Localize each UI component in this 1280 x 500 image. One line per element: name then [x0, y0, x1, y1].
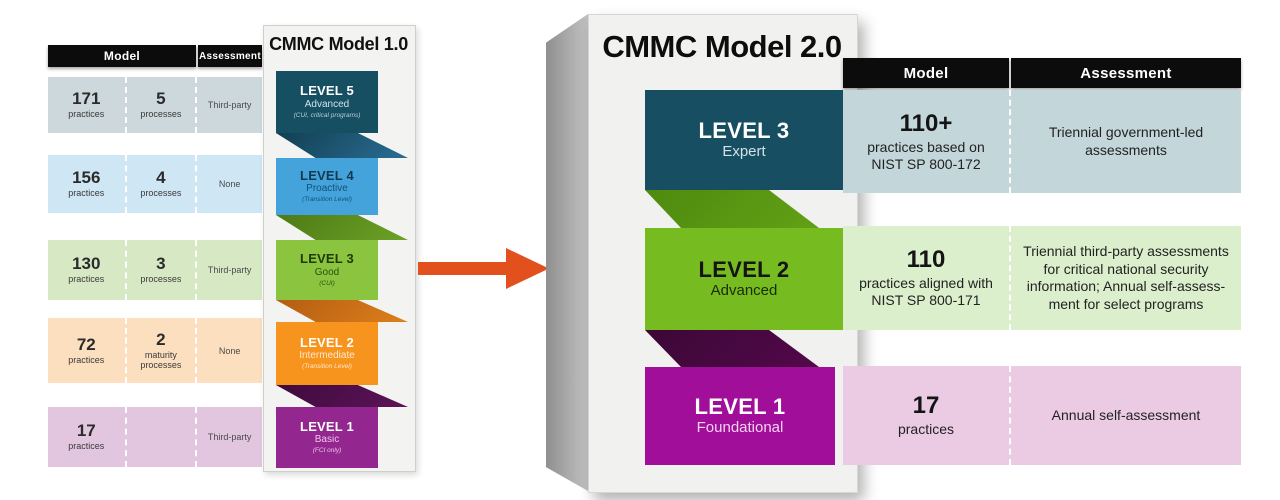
m1-level5-block: LEVEL 5 Advanced (CUI, critical programs…	[276, 71, 378, 133]
m2-row3-model-cell: 110+ practices based on NIST SP 800-172	[843, 90, 1009, 193]
assessment-value: Third-party	[207, 265, 252, 275]
assessment-value: None	[218, 179, 241, 189]
level-note: (CUI)	[319, 279, 335, 287]
m2-table-row-level3: 110+ practices based on NIST SP 800-172 …	[843, 90, 1241, 193]
processes-label: processes	[140, 274, 182, 285]
practices-label: practices	[68, 441, 105, 452]
level-subtitle: Basic	[314, 434, 340, 446]
practices-count: 72	[76, 334, 96, 354]
level-subtitle: Expert	[722, 142, 766, 160]
processes-count: 5	[156, 89, 166, 109]
m1-row1-processes-cell	[124, 407, 196, 467]
m1-level3-block: LEVEL 3 Good (CUI)	[276, 240, 378, 300]
level-subtitle: Advanced	[304, 98, 350, 110]
processes-count: 2	[156, 329, 166, 349]
level-name: LEVEL 1	[300, 418, 354, 434]
practices-label: practices	[68, 109, 105, 120]
m1-row3-practices-cell: 130 practices	[48, 240, 125, 300]
practices-label: practices	[68, 188, 105, 199]
level-name: LEVEL 1	[694, 393, 786, 419]
m2-level1-block: LEVEL 1 Foundational	[645, 367, 835, 465]
m1-table-row-level2: 72 practices 2 maturity processes None	[48, 318, 262, 383]
processes-count: 4	[156, 168, 166, 188]
m2-table-header-assessment: Assessment	[1011, 58, 1241, 88]
m1-row2-assessment-cell: None	[195, 318, 262, 383]
m2-level3-block: LEVEL 3 Expert	[645, 90, 843, 190]
level-subtitle: Foundational	[696, 418, 784, 436]
m1-level1-block: LEVEL 1 Basic (FCI only)	[276, 407, 378, 468]
m1-row2-processes-cell: 2 maturity processes	[124, 318, 196, 383]
level-note: (FCI only)	[312, 447, 342, 455]
m1-row3-processes-cell: 3 processes	[124, 240, 196, 300]
m1-row3-assessment-cell: Third-party	[195, 240, 262, 300]
practices-description: practices	[897, 421, 955, 438]
m1-table-row-level1: 17 practices Third-party	[48, 407, 262, 467]
m2-row2-assessment-cell: Triennial third-party assessments for cr…	[1009, 226, 1241, 330]
practices-description: practices based on NIST SP 800-172	[867, 138, 985, 172]
practices-label: practices	[68, 274, 105, 285]
practices-count: 17	[912, 392, 940, 419]
transition-arrow-icon	[418, 248, 549, 289]
level-subtitle: Proactive	[306, 183, 348, 195]
assessment-value: Third-party	[207, 100, 252, 110]
m1-table-header-assessment: Assessment	[198, 45, 262, 67]
m1-row4-practices-cell: 156 practices	[48, 155, 125, 213]
m1-level4-block: LEVEL 4 Proactive (Transition Level)	[276, 158, 378, 215]
practices-count: 156	[72, 168, 101, 188]
m1-row5-assessment-cell: Third-party	[195, 77, 262, 133]
m1-row5-practices-cell: 171 practices	[48, 77, 125, 133]
m1-table-row-level3: 130 practices 3 processes Third-party	[48, 240, 262, 300]
m1-table-header-model: Model	[48, 45, 196, 67]
m1-row5-processes-cell: 5 processes	[124, 77, 196, 133]
practices-count: 171	[72, 89, 101, 109]
practices-count: 17	[76, 421, 96, 441]
level-subtitle: Advanced	[710, 281, 778, 299]
m1-row4-processes-cell: 4 processes	[124, 155, 196, 213]
level-subtitle: Intermediate	[299, 350, 355, 362]
practices-count: 110+	[899, 109, 953, 137]
model2-panel-3d-side	[546, 14, 588, 491]
level-name: LEVEL 3	[300, 251, 354, 267]
m2-table-header-model: Model	[843, 58, 1009, 88]
m1-row1-practices-cell: 17 practices	[48, 407, 125, 467]
level-name: LEVEL 3	[698, 117, 790, 143]
level-name: LEVEL 5	[300, 83, 354, 99]
model1-title: CMMC Model 1.0	[269, 33, 408, 54]
m1-table-row-level5: 171 practices 5 processes Third-party	[48, 77, 262, 133]
level-subtitle: Good	[314, 266, 340, 278]
m1-row2-practices-cell: 72 practices	[48, 318, 125, 383]
level-note: (CUI, critical programs)	[293, 111, 361, 119]
practices-count: 110	[906, 246, 946, 274]
m1-level2-block: LEVEL 2 Intermediate (Transition Level)	[276, 322, 378, 385]
assessment-value: None	[218, 345, 241, 356]
practices-label: practices	[68, 354, 105, 365]
m2-level2-block: LEVEL 2 Advanced	[645, 228, 843, 330]
m2-row1-assessment-cell: Annual self-assessment	[1009, 366, 1241, 465]
practices-count: 130	[72, 254, 101, 274]
processes-label: maturity processes	[140, 349, 182, 370]
m2-row1-model-cell: 17 practices	[843, 366, 1009, 465]
m2-table-row-level2: 110 practices aligned with NIST SP 800-1…	[843, 226, 1241, 330]
m1-table-row-level4: 156 practices 4 processes None	[48, 155, 262, 213]
m2-row2-model-cell: 110 practices aligned with NIST SP 800-1…	[843, 226, 1009, 330]
m2-table-row-level1: 17 practices Annual self-assessment	[843, 366, 1241, 465]
model2-title: CMMC Model 2.0	[602, 29, 842, 64]
processes-count: 3	[156, 254, 166, 274]
assessment-description: Annual self-assessment	[1051, 406, 1201, 423]
assessment-description: Triennial third-party assessments for cr…	[1023, 243, 1229, 312]
assessment-description: Triennial government-led assessments	[1048, 124, 1204, 158]
processes-label: processes	[140, 188, 182, 199]
level-name: LEVEL 4	[300, 167, 354, 183]
m1-row4-assessment-cell: None	[195, 155, 262, 213]
m2-row3-assessment-cell: Triennial government-led assessments	[1009, 90, 1241, 193]
practices-description: practices aligned with NIST SP 800-171	[859, 275, 993, 309]
assessment-value: Third-party	[207, 432, 252, 442]
level-note: (Transition Level)	[302, 363, 352, 371]
level-note: (Transition Level)	[302, 196, 352, 204]
level-name: LEVEL 2	[300, 334, 354, 350]
m1-row1-assessment-cell: Third-party	[195, 407, 262, 467]
processes-label: processes	[140, 109, 182, 120]
level-name: LEVEL 2	[698, 256, 790, 282]
